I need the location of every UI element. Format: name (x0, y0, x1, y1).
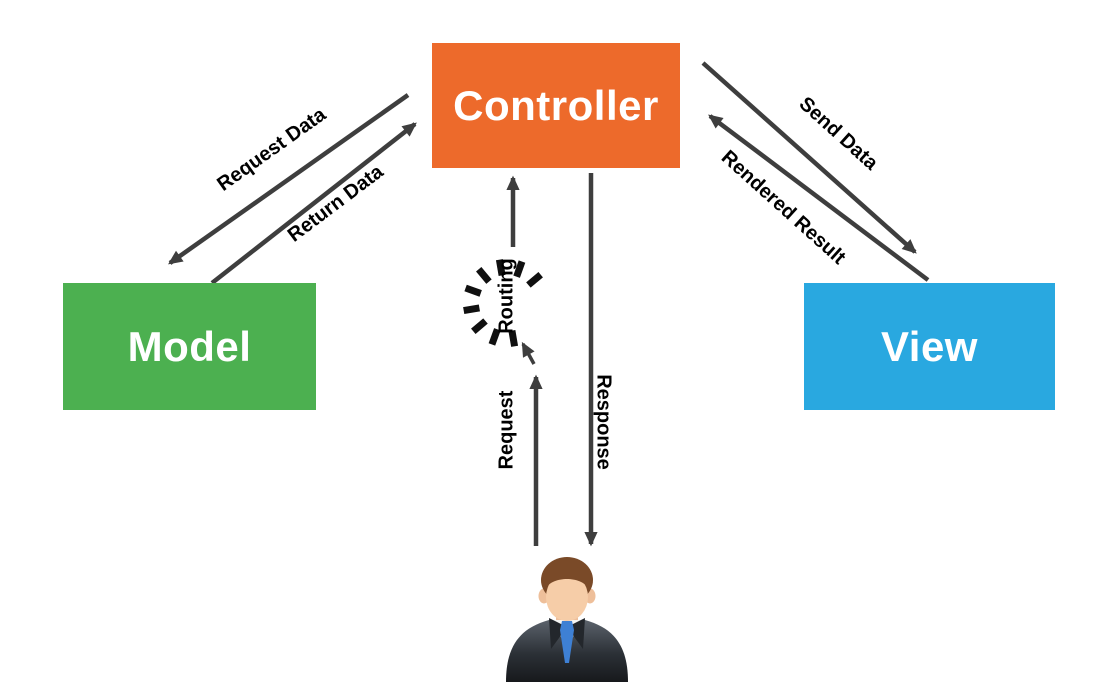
request-data-arrow (168, 93, 410, 265)
routing-burst-icon (463, 259, 543, 347)
request-label: Request (495, 390, 518, 470)
view-node: View (804, 283, 1055, 410)
view-node-label: View (881, 322, 978, 370)
model-node: Model (63, 283, 316, 410)
rendered-result-arrow (708, 114, 930, 282)
controller-node: Controller (432, 43, 680, 168)
routing-label: Routing (495, 258, 518, 334)
controller-node-label: Controller (453, 81, 659, 129)
routing-pointer-arrow (521, 341, 536, 365)
model-node-label: Model (127, 322, 252, 370)
send-data-arrow (701, 61, 917, 254)
user-icon (506, 557, 628, 682)
response-label: Response (592, 374, 615, 470)
return-data-arrow (210, 122, 417, 285)
